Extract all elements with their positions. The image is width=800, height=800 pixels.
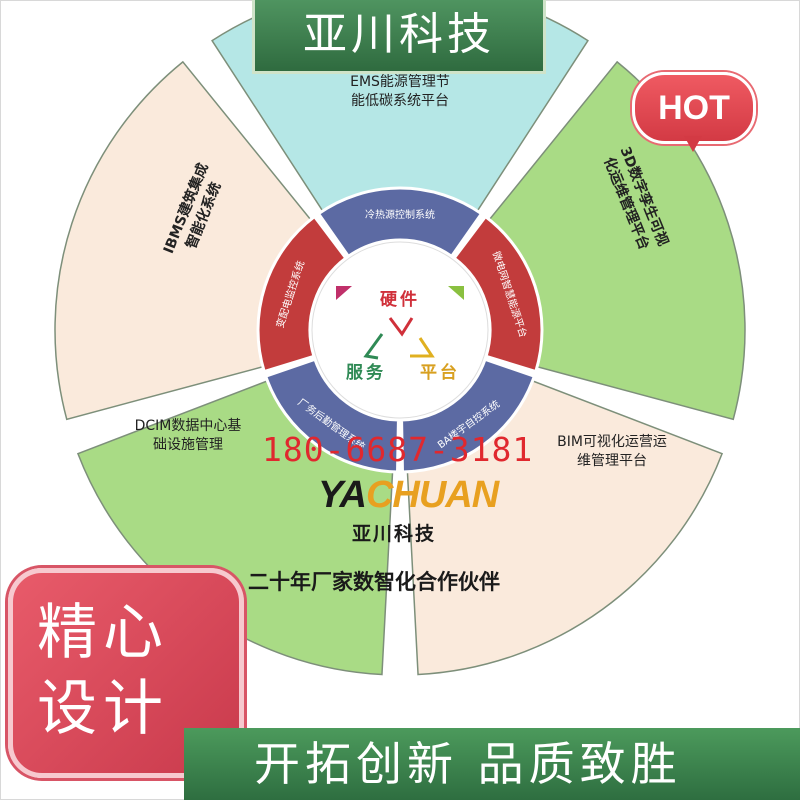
design-badge-line-1: 精心 [37, 598, 169, 668]
hot-badge-pointer [684, 136, 702, 152]
inner-segment-lower-left [263, 357, 400, 474]
corner-marker-right [448, 286, 464, 300]
inner-segment-lower-right [400, 357, 537, 474]
inner-label-top: 冷热源控制系统 [365, 208, 435, 221]
cycle-arrow-right [410, 337, 435, 358]
cycle-arrow-top [388, 317, 414, 337]
cycle-arrow-left [363, 333, 384, 360]
corner-marker-left [336, 286, 352, 300]
inner-segment-upper-left [256, 214, 348, 374]
inner-segment-top [316, 186, 484, 259]
center-label-service: 服务 [346, 362, 386, 383]
footer-slogan-banner: 开拓创新 品质致胜 [184, 728, 800, 800]
center-label-hardware: 硬件 [380, 289, 420, 310]
inner-segment-upper-right [452, 214, 544, 374]
outer-label-line: 能低碳系统平台 [351, 93, 449, 109]
outer-label-line: 础设施管理 [153, 437, 223, 453]
outer-label-line: BIM可视化运营运 [557, 434, 667, 450]
logo-part-2: CHUAN [365, 474, 499, 516]
tagline: 二十年厂家数智化合作伙伴 [248, 570, 500, 594]
logo-part-1: YA [318, 474, 367, 516]
brand-logo: YACHUAN [318, 474, 499, 517]
company-name: 亚川科技 [352, 523, 437, 545]
center-label-platform: 平台 [420, 362, 460, 383]
design-badge-line-2: 设计 [37, 674, 169, 744]
outer-label-line: DCIM数据中心基 [135, 417, 242, 434]
outer-label-line: 维管理平台 [577, 453, 647, 469]
outer-label-line: EMS能源管理节 [350, 74, 450, 90]
hot-badge: HOT [632, 72, 756, 144]
header-title-banner: 亚川科技 [252, 0, 546, 74]
contact-phone: 180-6687-3181 [262, 430, 534, 469]
